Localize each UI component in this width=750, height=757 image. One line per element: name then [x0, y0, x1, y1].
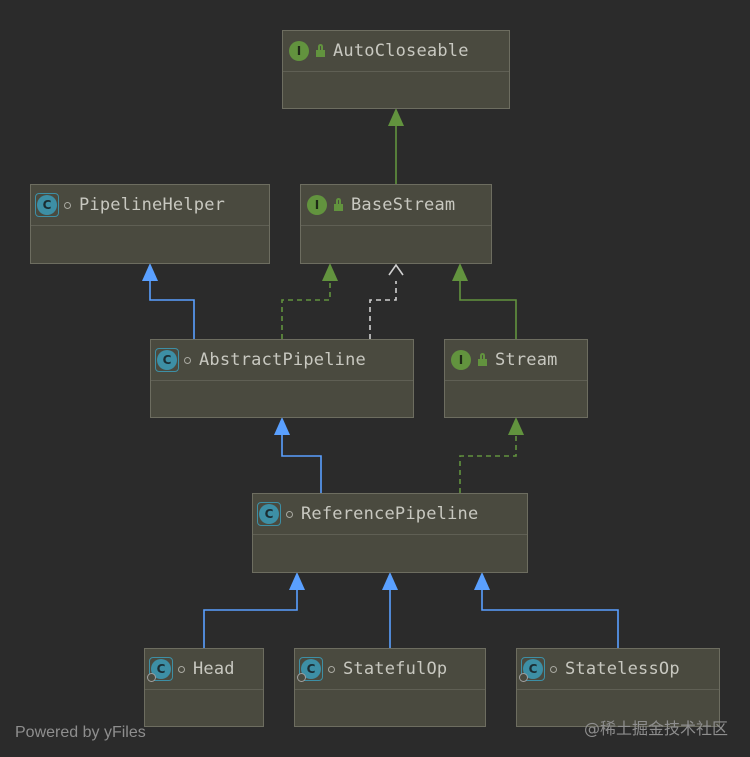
node-pipelinehelper[interactable]: C PipelineHelper: [30, 184, 270, 264]
node-stream[interactable]: I Stream: [444, 339, 588, 418]
powered-by-label: Powered by yFiles: [15, 724, 146, 741]
edge-line: [369, 281, 397, 339]
node-autocloseable[interactable]: I AutoCloseable: [282, 30, 510, 109]
class-icon: C: [257, 502, 281, 526]
node-basestream[interactable]: I BaseStream: [300, 184, 492, 264]
node-label: AutoCloseable: [333, 41, 469, 61]
node-header: I AutoCloseable: [283, 31, 509, 72]
arrowhead-triangle: [382, 572, 398, 590]
edge-line: [481, 590, 619, 648]
edge-basestream-to-autocloseable: [388, 108, 404, 184]
edge-head-to-referencepipeline: [203, 572, 305, 648]
edge-referencepipeline-to-abstractpipeline: [274, 417, 322, 493]
package-visibility-icon: [328, 665, 335, 673]
node-header: C StatefulOp: [295, 649, 485, 690]
package-visibility-icon: [550, 665, 557, 673]
edge-line: [149, 281, 195, 339]
node-header: C StatelessOp: [517, 649, 719, 690]
package-visibility-icon: [184, 356, 191, 364]
public-lock-icon: [316, 44, 325, 57]
node-referencepipeline[interactable]: C ReferencePipeline: [252, 493, 528, 573]
node-abstractpipeline[interactable]: C AbstractPipeline: [150, 339, 414, 418]
node-header: C PipelineHelper: [31, 185, 269, 226]
node-header: C ReferencePipeline: [253, 494, 527, 535]
node-head[interactable]: C Head: [144, 648, 264, 727]
node-header: C Head: [145, 649, 263, 690]
arrowhead-triangle: [289, 572, 305, 590]
arrowhead-triangle: [142, 263, 158, 281]
package-visibility-icon: [64, 201, 71, 209]
edge-abstractpipeline-to-basestream: [281, 263, 338, 339]
node-label: AbstractPipeline: [199, 350, 366, 370]
interface-icon: I: [307, 195, 327, 215]
node-label: StatelessOp: [565, 659, 680, 679]
public-lock-icon: [334, 198, 343, 211]
edge-stream-to-basestream: [452, 263, 517, 339]
node-label: StatefulOp: [343, 659, 448, 679]
node-label: BaseStream: [351, 195, 456, 215]
interface-icon: I: [289, 41, 309, 61]
package-visibility-icon: [286, 510, 293, 518]
arrowhead-triangle: [474, 572, 490, 590]
edge-line: [281, 281, 331, 339]
node-statelessop[interactable]: C StatelessOp: [516, 648, 720, 727]
static-class-icon: C: [519, 657, 545, 682]
edge-statefulop-to-referencepipeline: [382, 572, 398, 648]
node-header: I BaseStream: [301, 185, 491, 226]
arrowhead-triangle: [452, 263, 468, 281]
node-label: ReferencePipeline: [301, 504, 479, 524]
edge-abstractpipeline-to-pipelinehelper: [142, 263, 195, 339]
node-header: C AbstractPipeline: [151, 340, 413, 381]
class-icon: C: [35, 193, 59, 217]
node-statefulop[interactable]: C StatefulOp: [294, 648, 486, 727]
static-class-icon: C: [147, 657, 173, 682]
edge-line: [459, 435, 517, 493]
static-class-icon: C: [297, 657, 323, 682]
edge-statelessop-to-referencepipeline: [474, 572, 619, 648]
node-label: Head: [193, 659, 235, 679]
arrowhead-triangle: [322, 263, 338, 281]
arrowhead-triangle: [274, 417, 290, 435]
class-icon: C: [155, 348, 179, 372]
node-label: PipelineHelper: [79, 195, 226, 215]
interface-icon: I: [451, 350, 471, 370]
node-label: Stream: [495, 350, 558, 370]
arrowhead-open: [388, 263, 404, 276]
package-visibility-icon: [178, 665, 185, 673]
arrowhead-triangle: [508, 417, 524, 435]
edge-referencepipeline-to-stream: [459, 417, 524, 493]
edge-line: [281, 435, 322, 493]
edge-line: [203, 590, 298, 648]
watermark-label: @稀土掘金技术社区: [583, 719, 728, 738]
public-lock-icon: [478, 353, 487, 366]
edge-abstractpipeline-to-basestream: [369, 263, 404, 339]
node-header: I Stream: [445, 340, 587, 381]
arrowhead-triangle: [388, 108, 404, 126]
edge-line: [459, 281, 517, 339]
